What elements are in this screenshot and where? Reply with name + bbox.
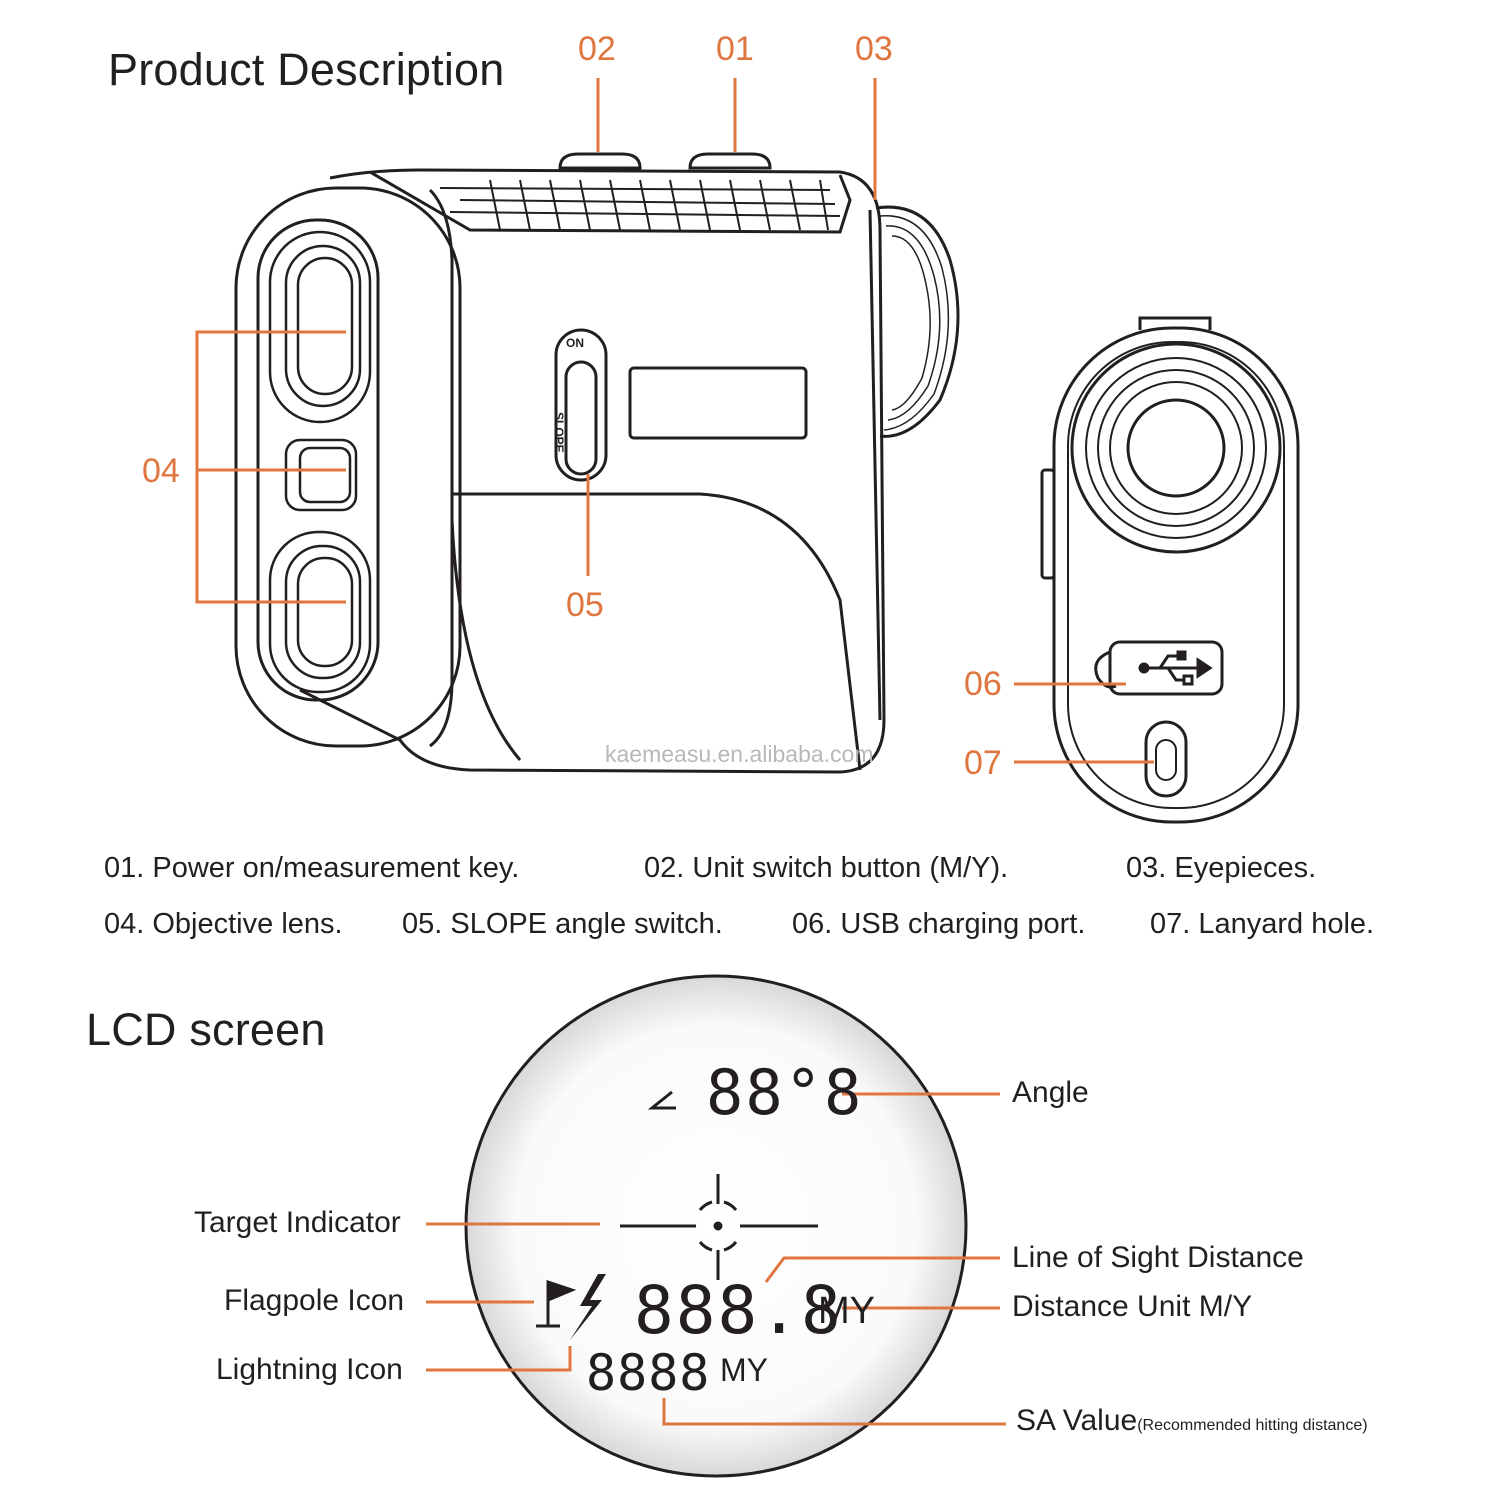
grip-texture — [439, 179, 841, 233]
lanyard-hole — [1144, 720, 1188, 798]
callout-04: 04 — [142, 452, 180, 490]
slope-switch-slider — [564, 360, 598, 476]
label-sa-value-text: SA Value — [1016, 1404, 1138, 1437]
leader-line-of-sight — [764, 1256, 1000, 1283]
desc-06: 06. USB charging port. — [792, 908, 1086, 940]
target-indicator-icon — [620, 1174, 818, 1280]
label-distance-unit: Distance Unit M/Y — [1012, 1290, 1253, 1323]
switch-on-label: ON — [566, 336, 584, 350]
power-button-01 — [688, 152, 772, 170]
lcd-leaders — [426, 1092, 1006, 1426]
unit-button-02 — [558, 152, 642, 170]
label-line-of-sight: Line of Sight Distance — [1012, 1241, 1304, 1274]
objective-lenses — [268, 230, 372, 694]
front-bezel-outer — [234, 186, 462, 748]
rear-eyepiece — [1070, 342, 1282, 554]
label-sa-value: SA Value(Recommended hitting distance) — [1016, 1404, 1368, 1438]
callout-leaders — [195, 78, 1154, 764]
angle-symbol-icon — [647, 1090, 676, 1110]
label-angle: Angle — [1012, 1076, 1089, 1109]
lcd-distance-digits: 888.8 — [634, 1272, 843, 1349]
callout-06: 06 — [964, 665, 1002, 703]
callout-02: 02 — [578, 30, 616, 68]
switch-slope-label: SLOPE — [552, 412, 566, 453]
flagpole-icon — [536, 1279, 577, 1328]
body-waist-line — [452, 492, 862, 771]
leader-sa-value — [662, 1398, 1006, 1426]
desc-07: 07. Lanyard hole. — [1150, 908, 1375, 940]
body-outline — [299, 168, 886, 774]
lcd-screen-title: LCD screen — [86, 1004, 326, 1055]
product-description-title: Product Description — [108, 44, 505, 95]
desc-04: 04. Objective lens. — [104, 908, 343, 940]
label-target-indicator: Target Indicator — [194, 1206, 401, 1239]
desc-01: 01. Power on/measurement key. — [104, 852, 520, 884]
front-bezel-inner — [256, 218, 380, 702]
label-flagpole: Flagpole Icon — [224, 1284, 405, 1317]
leader-lightning — [426, 1346, 572, 1372]
callout-01: 01 — [716, 30, 754, 68]
lcd-sa-digits: 8888 — [586, 1344, 711, 1402]
usb-port — [1094, 640, 1224, 696]
label-lightning: Lightning Icon — [216, 1353, 403, 1386]
callout-05: 05 — [566, 586, 604, 624]
slope-switch-housing — [554, 328, 608, 482]
desc-05: 05. SLOPE angle switch. — [402, 908, 723, 940]
rangefinder-rear-view — [1040, 316, 1300, 824]
watermark-text: kaemeasu.en.alibaba.com — [605, 741, 874, 767]
desc-03: 03. Eyepieces. — [1126, 852, 1317, 884]
eyepiece — [875, 205, 960, 438]
side-display-window — [628, 366, 808, 440]
lcd-sa-unit: MY — [720, 1352, 768, 1388]
desc-02: 02. Unit switch button (M/Y). — [644, 852, 1009, 884]
leader-04 — [195, 330, 346, 604]
lcd-angle-digits: 88°8 — [706, 1056, 864, 1129]
callout-07: 07 — [964, 744, 1002, 782]
lcd-distance-unit: MY — [818, 1290, 875, 1332]
label-sa-note: (Recommended hitting distance) — [1137, 1417, 1368, 1434]
rangefinder-side-view — [234, 152, 960, 774]
callout-03: 03 — [855, 30, 893, 68]
lcd-screen — [464, 974, 968, 1478]
